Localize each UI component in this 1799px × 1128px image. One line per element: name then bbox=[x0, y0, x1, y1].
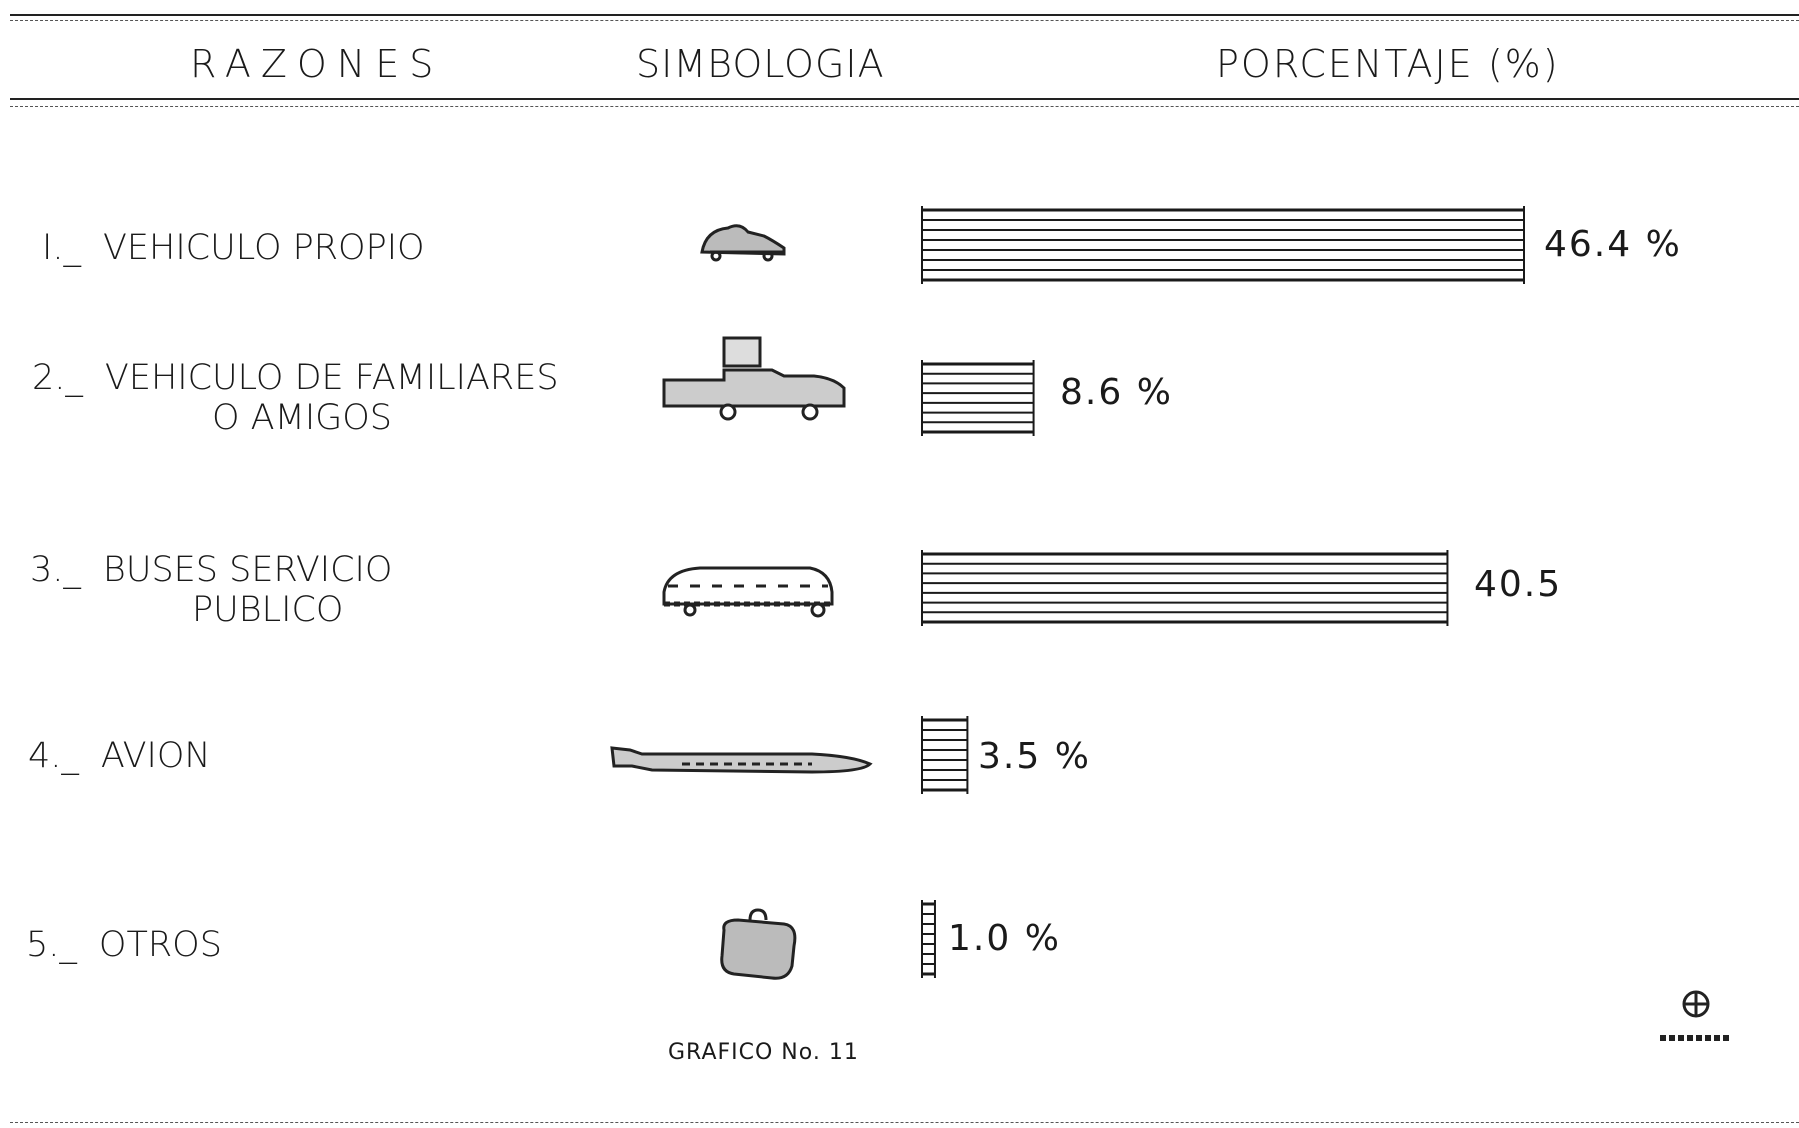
airplane-icon bbox=[610, 746, 873, 774]
row-number: I._ bbox=[42, 228, 81, 268]
bar-4 bbox=[921, 716, 969, 794]
row-reason: VEHICULO PROPIO bbox=[102, 228, 425, 268]
bar-5 bbox=[921, 900, 936, 978]
bar-1 bbox=[921, 206, 1525, 284]
value-label-5: 1.0 % bbox=[948, 918, 1061, 959]
header-rule-dashed bbox=[10, 106, 1799, 107]
value-label-1: 46.4 % bbox=[1544, 224, 1682, 265]
row-reason: VEHICULO DE FAMILIARES bbox=[104, 358, 559, 398]
row-label-4: 4._ AVION bbox=[28, 736, 211, 776]
bar-3 bbox=[921, 550, 1449, 626]
row-reason: BUSES SERVICIO bbox=[102, 550, 393, 590]
value-label-2: 8.6 % bbox=[1060, 372, 1173, 413]
row-label-2: 2._ VEHICULO DE FAMILIARES O AMIGOS bbox=[32, 358, 559, 438]
row-number: 3._ bbox=[30, 550, 81, 590]
row-label-5: 5._ OTROS bbox=[26, 925, 222, 965]
row-reason: OTROS bbox=[98, 925, 222, 965]
car-icon bbox=[700, 224, 786, 262]
top-rule-dashed bbox=[10, 20, 1799, 21]
top-rule bbox=[10, 14, 1799, 16]
globe-logo-icon bbox=[1660, 990, 1732, 1041]
bar-2 bbox=[921, 360, 1035, 436]
row-number: 2._ bbox=[32, 358, 83, 398]
row-reason-continued: O AMIGOS bbox=[212, 398, 393, 438]
bars-layer bbox=[921, 206, 1525, 978]
column-header-simbologia: SIMBOLOGIA bbox=[636, 42, 885, 86]
column-header-razones: RAZONES bbox=[190, 42, 444, 86]
bus-icon bbox=[662, 566, 834, 618]
pickup-truck-icon bbox=[662, 336, 846, 421]
row-label-3: 3._ BUSES SERVICIO PUBLICO bbox=[30, 550, 392, 630]
row-number: 5._ bbox=[26, 925, 77, 965]
row-reason-continued: PUBLICO bbox=[192, 590, 344, 630]
row-reason: AVION bbox=[100, 736, 211, 776]
header-rule bbox=[10, 98, 1799, 100]
row-number: 4._ bbox=[28, 736, 79, 776]
suitcase-icon bbox=[720, 908, 797, 980]
value-label-3: 40.5 bbox=[1474, 564, 1562, 605]
bottom-rule bbox=[10, 1122, 1799, 1123]
row-label-1: I._ VEHICULO PROPIO bbox=[42, 228, 425, 268]
value-label-4: 3.5 % bbox=[978, 736, 1091, 777]
chart-caption: GRAFICO No. 11 bbox=[668, 1040, 859, 1065]
column-header-porcentaje: PORCENTAJE (%) bbox=[1216, 42, 1560, 86]
